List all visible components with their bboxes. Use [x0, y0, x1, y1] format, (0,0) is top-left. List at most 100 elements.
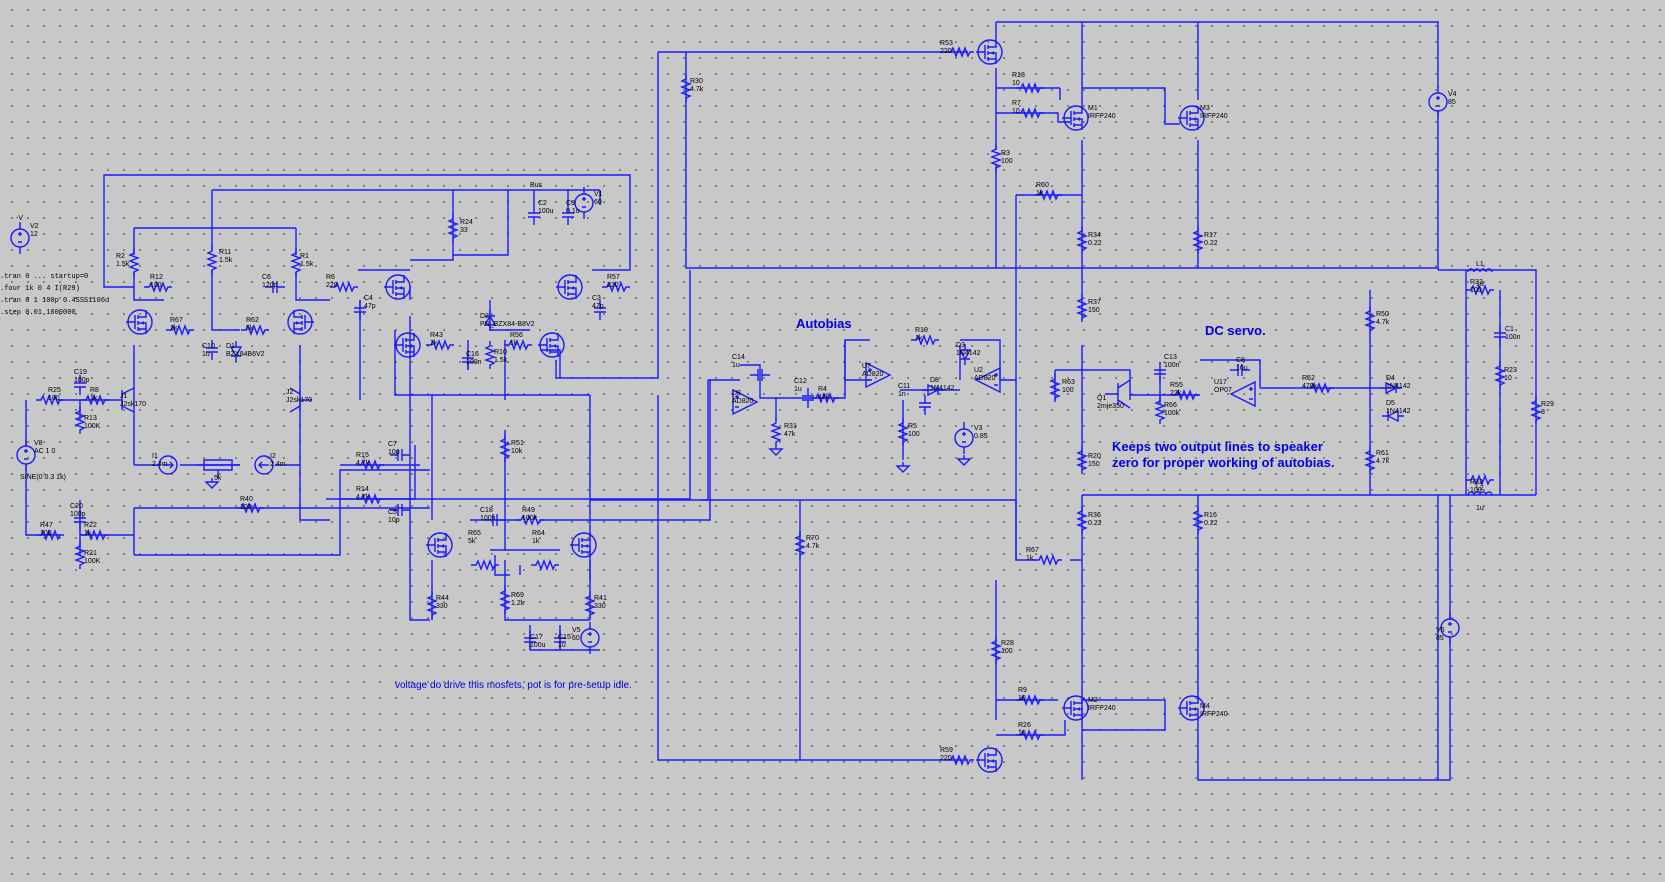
capacitor-ref-c10: C10	[202, 343, 215, 350]
resistor-ref-r37: R37	[1088, 299, 1101, 306]
wires	[25, 21, 1537, 781]
inductor-ref-l2: L2	[1476, 485, 1484, 492]
resistor-ref-r47: R47	[40, 522, 53, 529]
resistor-ref-r24: R24	[460, 219, 473, 226]
resistor-value-r53: 220	[940, 48, 952, 55]
source-ref-i1: I1	[152, 453, 158, 460]
semi-model-u8: AD820	[732, 398, 754, 405]
semi-model-u17: OP07	[1214, 387, 1232, 394]
directive-3: .tran 0 1 100p 0.4SSS1106u	[0, 297, 109, 305]
note-dc-servo: DC servo.	[1205, 323, 1266, 338]
source-value-v2: 12	[30, 231, 38, 238]
resistor-ref-r56: R56	[510, 332, 523, 339]
semi-model-d5: 1N4142	[1386, 408, 1411, 415]
resistor-ref-r67b: R67	[1026, 547, 1039, 554]
resistor-value-r69: 1.2k	[511, 600, 525, 607]
source-ref-v4: V4	[1448, 91, 1457, 98]
note-keeps-line1: Keeps two output lines to speaker	[1112, 439, 1323, 454]
source-value-v5: 60	[572, 635, 580, 642]
semi-model-u2: AD820	[974, 375, 996, 382]
capacitor-value-c19: 100p	[74, 377, 90, 384]
resistor-value-r50: 4.7k	[1376, 319, 1390, 326]
capacitor-value-c2: 100u	[538, 208, 554, 215]
resistor-ref-r40: R40	[240, 496, 253, 503]
resistor-value-r14: 4.7k	[356, 494, 370, 501]
source-value-i2: 2.4m	[270, 461, 286, 468]
resistor-value-r30: 4.7k	[690, 86, 704, 93]
capacitor-ref-c3: C3	[592, 295, 601, 302]
resistor-value-r1: 1.5k	[300, 261, 314, 268]
resistor-ref-r21: R21	[84, 550, 97, 557]
capacitor-value-c11: 1n	[898, 391, 906, 398]
resistor-value-r70: 4.7k	[806, 543, 820, 550]
resistor-value-r64: 1k	[532, 538, 540, 545]
resistor-value-r6: 220	[326, 282, 338, 289]
resistor-value-r15: 4.7k	[356, 460, 370, 467]
resistor-value-r43: 1k	[430, 340, 438, 347]
semi-model-d4: 1N4142	[1386, 383, 1411, 390]
semi-ref-j1: J1	[120, 393, 128, 400]
resistor-value-r66: 100k	[1164, 410, 1180, 417]
capacitor-value-c18: 100n	[480, 515, 496, 522]
capacitor-ref-c11: C11	[898, 383, 910, 390]
capacitor-value-c13: 100n	[1164, 362, 1180, 369]
capacitor-value-c10: 1u	[202, 351, 210, 358]
resistor-value-r65: 5k	[468, 538, 476, 545]
resistor-ref-r8: R8	[90, 387, 99, 394]
source-value2-v8: SINE(0 0.3 1k)	[20, 474, 66, 481]
note-keeps-line2: zero for proper working of autobias.	[1112, 455, 1334, 470]
resistor-value-r40: 100	[240, 504, 252, 511]
resistor-ref-r2: R2	[116, 253, 125, 260]
source-value-v3: 0.85	[974, 433, 988, 440]
resistor-ref-r52: R52	[1302, 375, 1315, 382]
resistor-ref-r59: R59	[940, 747, 953, 754]
source-value-v8: AC 1 0	[34, 448, 56, 455]
resistor-value-r7: 10	[1012, 108, 1020, 115]
capacitor-ref-c4: C4	[364, 295, 373, 302]
resistor-ref-r66: R66	[1164, 402, 1177, 409]
resistor-ref-r12: R12	[150, 274, 163, 281]
resistor-ref-r18: R18	[1012, 72, 1025, 79]
semi-ref-u17: U17	[1214, 379, 1227, 386]
resistor-ref-r16: R16	[1204, 512, 1217, 519]
resistor-ref-r63: R63	[1062, 379, 1075, 386]
note-voltage: voltage do drive this mosfets, pot is fo…	[395, 680, 632, 691]
semi-ref-m3: M3	[1200, 105, 1210, 112]
resistor-value-r21: 100K	[84, 558, 101, 565]
capacitor-value-c5: 10p	[388, 517, 400, 524]
semi-ref-d5: D5	[1386, 400, 1395, 407]
resistor-ref-r14: R14	[356, 486, 369, 493]
resistor-value-r51: 10k	[511, 448, 523, 455]
capacitor-ref-c1: C1	[1505, 326, 1514, 333]
resistor-ref-r34: R34	[1088, 232, 1101, 239]
resistor-ref-r6: R6	[326, 274, 335, 281]
resistor-value-r20: 150	[1088, 461, 1100, 468]
resistor-ref-r67: R67	[170, 317, 183, 324]
resistor-value-r55: 22k	[1170, 390, 1182, 397]
resistor-value-r47: 100	[40, 530, 52, 537]
resistor-value-r23: 10	[1504, 375, 1512, 382]
resistor-value-r19: 1k	[915, 335, 923, 342]
source-value-i1: 2.4m	[152, 461, 168, 468]
semi-ref-m1: M1	[1088, 105, 1098, 112]
resistor-ref-r64: R64	[532, 530, 545, 537]
source-ref-i2: I2	[270, 453, 276, 460]
semi-model-m1: IRFP240	[1088, 113, 1116, 120]
source-ref-v8: V8	[34, 440, 43, 447]
capacitor-value-c1: 100n	[1505, 334, 1521, 341]
resistor-value-r4: 47k	[818, 394, 830, 401]
resistor-ref-r26: R26	[1018, 722, 1031, 729]
semi-ref-d4: D4	[1386, 375, 1395, 382]
resistor-value-r34: 0.22	[1088, 240, 1102, 247]
resistor-value-r63: 100	[1062, 387, 1074, 394]
resistor-value-r52: 470k	[1302, 383, 1318, 390]
capacitor-value-c3: 47p	[592, 303, 604, 310]
semi-ref-d1: D1	[226, 343, 235, 350]
resistor-value-r61: 4.7k	[1376, 458, 1390, 465]
resistor-ref-r30: R30	[690, 78, 703, 85]
resistor-ref-r17: R17	[1204, 232, 1217, 239]
resistor-value-r3: 100	[1001, 158, 1013, 165]
source-ref-v3: V3	[974, 425, 983, 432]
resistor-ref-r33: R33	[1470, 279, 1483, 286]
resistor-ref-r9: R9	[1018, 687, 1027, 694]
